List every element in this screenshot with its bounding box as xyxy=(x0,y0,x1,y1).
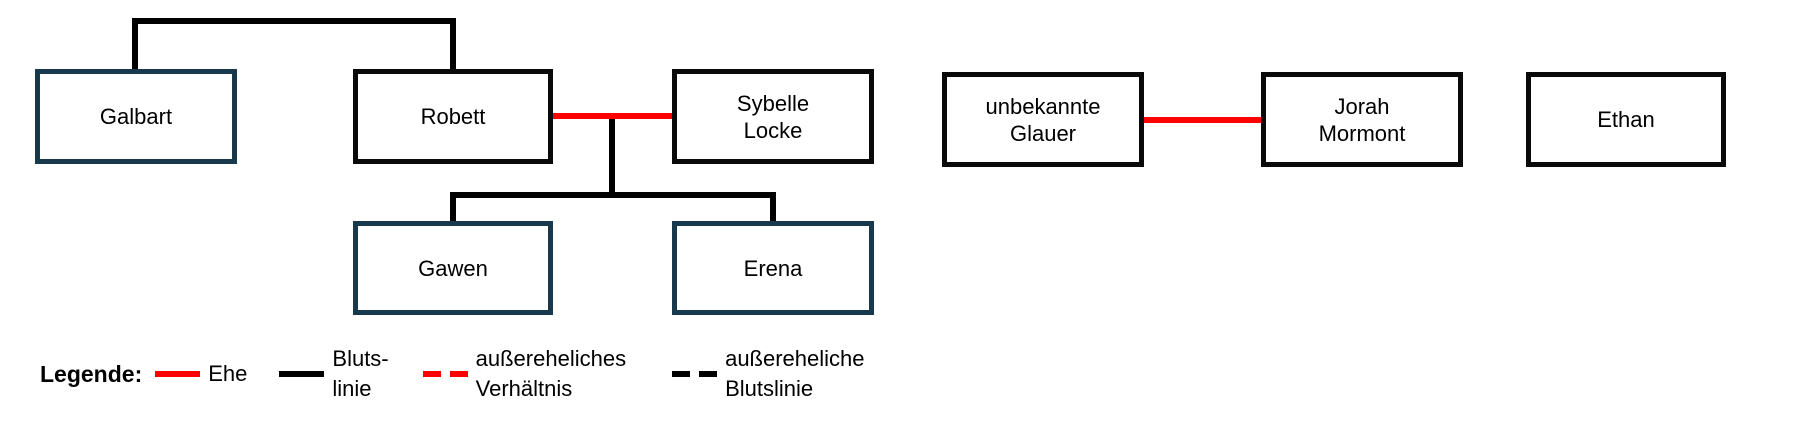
illegitimate-bloodline-swatch xyxy=(672,371,718,377)
person-name-erena: Erena xyxy=(743,255,803,281)
person-box-erena: Erena xyxy=(672,221,874,315)
person-name-sybelle-locke: Sybelle Locke xyxy=(736,90,810,143)
legend-label-blutslinie: Bluts- linie xyxy=(332,346,389,401)
legend-label-aussereheliche-blutslinie: außereheliche Blutslinie xyxy=(725,346,865,401)
person-name-galbart: Galbart xyxy=(99,104,173,129)
person-name-gawen: Gawen xyxy=(418,255,488,281)
bloodline-drop-robett xyxy=(450,18,456,69)
bloodline-swatch xyxy=(279,371,325,377)
person-name-jorah-mormont: Jorah Mormont xyxy=(1318,93,1406,146)
person-box-jorah-mormont: Jorah Mormont xyxy=(1261,72,1463,167)
legend-title: Legende: xyxy=(40,360,143,387)
marriage-line-robett-sybelle xyxy=(553,113,672,119)
person-box-robett: Robett xyxy=(353,69,553,164)
person-name-unbekannte-glauer: unbekannte Glauer xyxy=(985,93,1101,146)
person-box-sybelle-locke: Sybelle Locke xyxy=(672,69,874,164)
person-box-galbart: Galbart xyxy=(35,69,237,164)
bloodline-sibling-bar-galbart-robett xyxy=(132,18,456,24)
bloodline-drop-gawen xyxy=(450,198,456,221)
legend: Legende: Ehe Bluts- linie außereheliches… xyxy=(40,338,865,410)
legend-item-blutslinie: Bluts- linie xyxy=(279,344,389,404)
bloodline-drop-galbart xyxy=(132,18,138,69)
legend-item-aussereheliches-verhaeltnis: außereheliches Verhältnis xyxy=(422,344,627,404)
bloodline-drop-erena xyxy=(770,198,776,221)
person-box-ethan: Ethan xyxy=(1526,72,1726,167)
legend-label-ehe: Ehe xyxy=(208,361,248,386)
bloodline-children-bar xyxy=(450,192,776,198)
person-box-unbekannte-glauer: unbekannte Glauer xyxy=(942,72,1144,167)
marriage-line-glauer-jorah xyxy=(1144,117,1261,123)
person-box-gawen: Gawen xyxy=(353,221,553,315)
legend-label-aussereheliches-verhaeltnis: außereheliches Verhältnis xyxy=(475,346,627,401)
affair-line-swatch xyxy=(422,371,468,377)
person-name-ethan: Ethan xyxy=(1597,107,1655,132)
legend-item-ehe: Ehe xyxy=(155,359,247,389)
person-name-robett: Robett xyxy=(420,104,486,129)
bloodline-couple-drop xyxy=(609,116,615,192)
marriage-line-swatch xyxy=(155,371,201,377)
legend-item-aussereheliche-blutslinie: außereheliche Blutslinie xyxy=(672,344,865,404)
